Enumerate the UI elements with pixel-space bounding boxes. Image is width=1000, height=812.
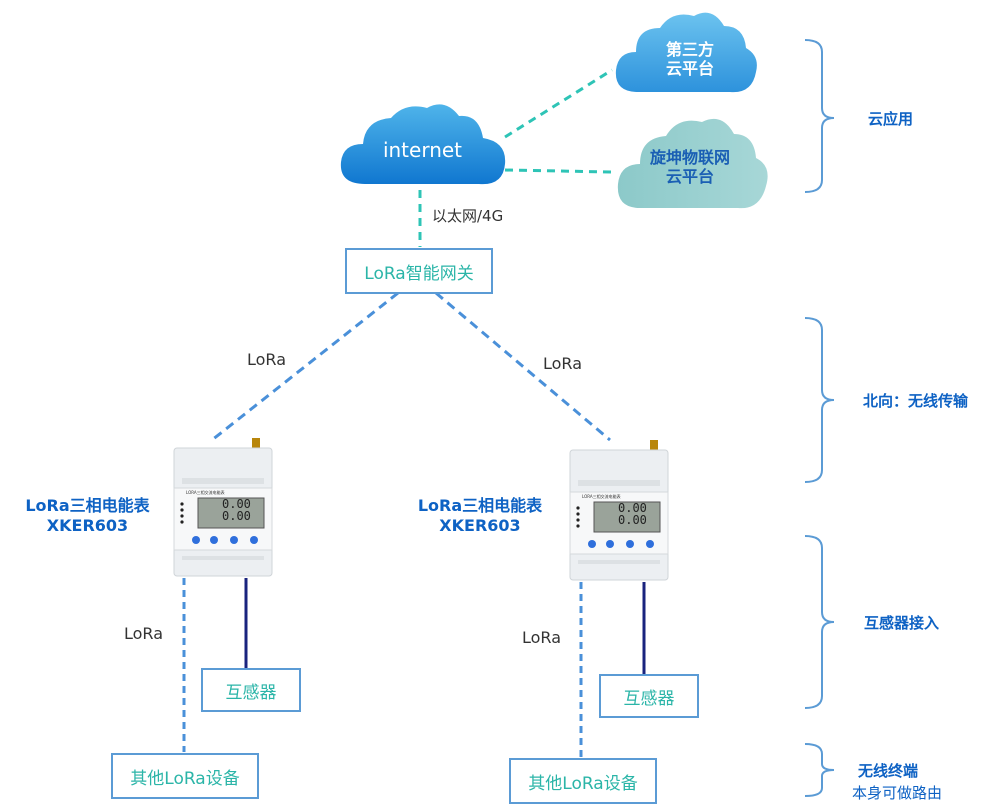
layer-terminal-sub: 本身可做路由 bbox=[852, 784, 943, 802]
lcd-bottom-value: 0.00 bbox=[618, 513, 647, 527]
meter-lcd: 0.00 0.00 bbox=[618, 502, 647, 526]
brace-transformer bbox=[804, 535, 835, 709]
left-meter-down-lora-label: LoRa bbox=[124, 624, 163, 643]
meter-right: LORA三相交流电能表 0.00 0.00 bbox=[568, 440, 672, 586]
lora-gateway-box: LoRa智能网关 bbox=[345, 248, 493, 294]
internet-label: internet bbox=[382, 138, 463, 162]
meter-left-title: LoRa三相电能表 XKER603 bbox=[10, 496, 165, 536]
transformer-left-box: 互感器 bbox=[201, 668, 301, 712]
xuankun-cloud-label: 旋坤物联网 云平台 bbox=[615, 148, 765, 186]
meter-right-title: LoRa三相电能表 XKER603 bbox=[400, 496, 560, 536]
brace-northbound bbox=[804, 317, 835, 483]
lcd-top-value: 0.00 bbox=[222, 497, 251, 511]
third-party-line1: 第三方 bbox=[665, 40, 714, 59]
link-gateway-left-meter bbox=[211, 291, 399, 442]
meter-left: LORA三相交流电能表 0.00 0.00 bbox=[172, 438, 276, 582]
other-lora-device-right-box: 其他LoRa设备 bbox=[509, 758, 657, 804]
brace-terminal bbox=[804, 743, 835, 797]
link-gateway-right-meter bbox=[435, 291, 611, 442]
brace-cloud bbox=[804, 39, 835, 193]
meter-panel-caption: LORA三相交流电能表 bbox=[186, 490, 225, 495]
layer-cloud-label: 云应用 bbox=[868, 110, 914, 128]
meter-left-model: XKER603 bbox=[46, 516, 129, 535]
xuankun-line2: 云平台 bbox=[665, 167, 714, 187]
link-internet-xuankun bbox=[504, 168, 613, 174]
meter-device-icon bbox=[173, 438, 273, 577]
third-party-cloud-icon bbox=[615, 12, 757, 93]
gateway-left-lora-label: LoRa bbox=[247, 350, 286, 369]
meter-left-name: LoRa三相电能表 bbox=[25, 496, 150, 515]
meter-lcd: 0.00 0.00 bbox=[222, 498, 251, 522]
meter-right-model: XKER603 bbox=[439, 516, 521, 535]
layer-transformer-label: 互感器接入 bbox=[864, 614, 940, 632]
meter-device-icon bbox=[569, 440, 669, 581]
lcd-top-value: 0.00 bbox=[618, 501, 647, 515]
third-party-line2: 云平台 bbox=[665, 59, 714, 79]
layer-terminal-label: 无线终端 bbox=[858, 762, 919, 780]
xuankun-cloud-icon bbox=[617, 118, 768, 209]
meter-panel-caption: LORA三相交流电能表 bbox=[582, 494, 621, 499]
gateway-right-lora-label: LoRa bbox=[543, 354, 582, 373]
third-party-cloud-label: 第三方 云平台 bbox=[630, 40, 750, 78]
right-meter-down-lora-label: LoRa bbox=[522, 628, 561, 647]
lcd-bottom-value: 0.00 bbox=[222, 509, 251, 523]
layer-northbound-label: 北向：无线传输 bbox=[863, 392, 969, 410]
xuankun-line1: 旋坤物联网 bbox=[649, 148, 730, 167]
transformer-right-box: 互感器 bbox=[599, 674, 699, 718]
internet-cloud-icon bbox=[340, 104, 506, 185]
meter-right-name: LoRa三相电能表 bbox=[417, 496, 543, 515]
other-lora-device-left-box: 其他LoRa设备 bbox=[111, 753, 259, 799]
link-internet-third-party bbox=[504, 68, 613, 139]
uplink-label: 以太网/4G bbox=[432, 207, 504, 225]
